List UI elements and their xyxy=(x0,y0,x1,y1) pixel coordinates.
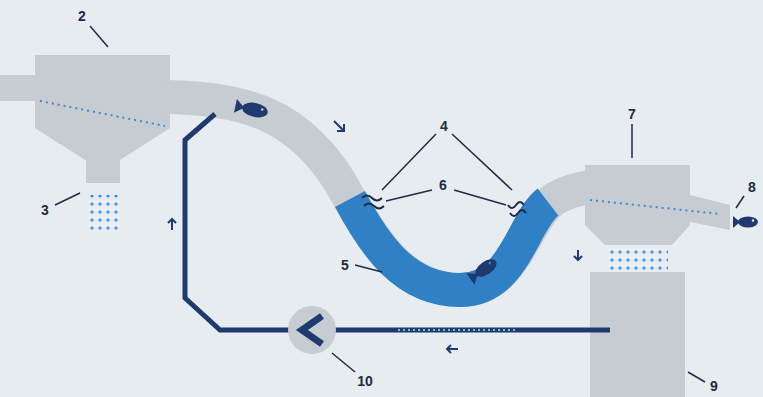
pump xyxy=(288,306,336,354)
water-drain xyxy=(610,250,668,270)
dewatering-hopper xyxy=(585,165,730,245)
callout-number: 2 xyxy=(76,8,88,24)
transport-tube xyxy=(160,97,605,290)
leader-line xyxy=(55,26,744,382)
seal xyxy=(508,202,526,216)
water-drain xyxy=(86,195,120,233)
callout-number: 3 xyxy=(39,202,51,218)
water-filled-section xyxy=(350,199,548,290)
callout-number: 4 xyxy=(438,118,450,134)
water-tank xyxy=(590,272,685,397)
callout-number: 7 xyxy=(626,106,638,122)
callout-number: 8 xyxy=(746,179,758,195)
flow-marks xyxy=(398,329,515,331)
callout-number: 5 xyxy=(339,257,351,273)
fish xyxy=(234,99,758,285)
callout-number: 9 xyxy=(708,378,720,394)
dewatering-hopper xyxy=(35,55,170,183)
callout-number: 10 xyxy=(355,373,375,389)
callout-number: 6 xyxy=(437,177,449,193)
water-return-pipe xyxy=(185,114,610,330)
inlet-pipe xyxy=(0,75,40,101)
flow-arrow xyxy=(168,121,582,353)
seal xyxy=(362,196,384,209)
